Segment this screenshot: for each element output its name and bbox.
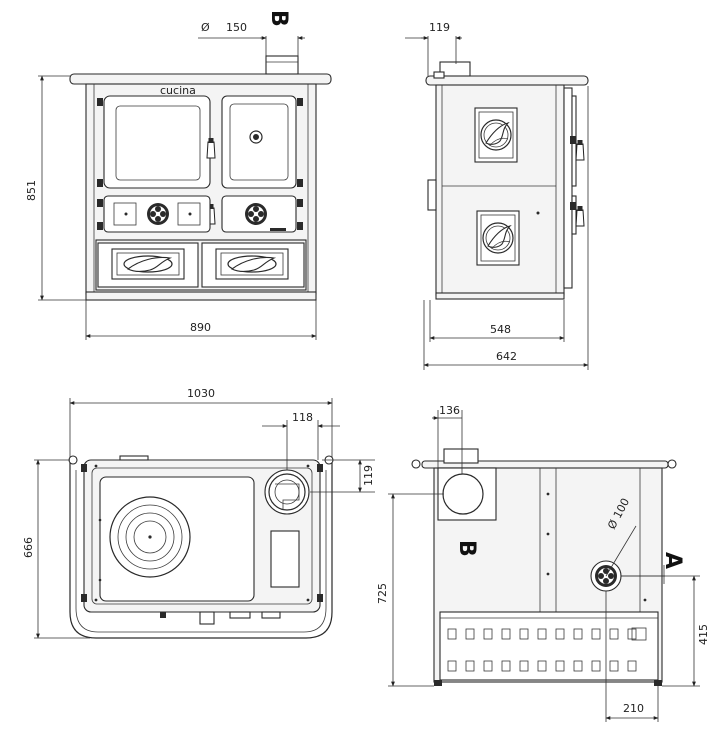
front-diameter-symbol: Ø	[201, 21, 210, 34]
top-depth-value: 666	[22, 537, 35, 558]
front-height-value: 851	[25, 180, 38, 201]
top-view-body	[68, 455, 334, 639]
top-total-width-value: 1030	[187, 387, 215, 400]
side-flue-offset-value: 119	[429, 21, 450, 34]
side-dimensions: 119 548 642	[405, 21, 589, 370]
top-flue-from-edge-value: 118	[292, 411, 313, 424]
rear-label-a: A	[660, 552, 685, 569]
rear-label-b: B	[454, 540, 479, 557]
front-view: cucina Ø 150 B 851 890	[25, 10, 332, 340]
side-view-body	[425, 61, 589, 300]
top-flue-depth-value: 119	[362, 465, 375, 486]
front-diameter-value: 150	[226, 21, 247, 34]
front-width-value: 890	[190, 321, 211, 334]
rear-dimensions: 136 B Ø 100 A 725 415 210	[376, 404, 710, 722]
front-dimensions: Ø 150 B 851 890	[25, 10, 317, 340]
rear-height-value: 725	[376, 583, 389, 604]
side-depth-body-value: 548	[490, 323, 511, 336]
top-dimensions: 1030 118 119 666	[22, 387, 375, 639]
rear-flue-offset-value: 136	[439, 404, 460, 417]
rear-view: 136 B Ø 100 A 725 415 210	[376, 404, 710, 722]
front-label-b: B	[266, 10, 291, 27]
side-view: 119 548 642	[405, 21, 589, 370]
front-view-body: cucina	[69, 55, 332, 301]
side-depth-total-value: 642	[496, 350, 517, 363]
rear-view-body	[411, 448, 677, 686]
svg-text:cucina: cucina	[160, 84, 196, 97]
rear-outlet-height-value: 415	[697, 624, 710, 645]
top-view: 1030 118 119 666	[22, 387, 375, 639]
rear-outlet-offset-value: 210	[623, 702, 644, 715]
